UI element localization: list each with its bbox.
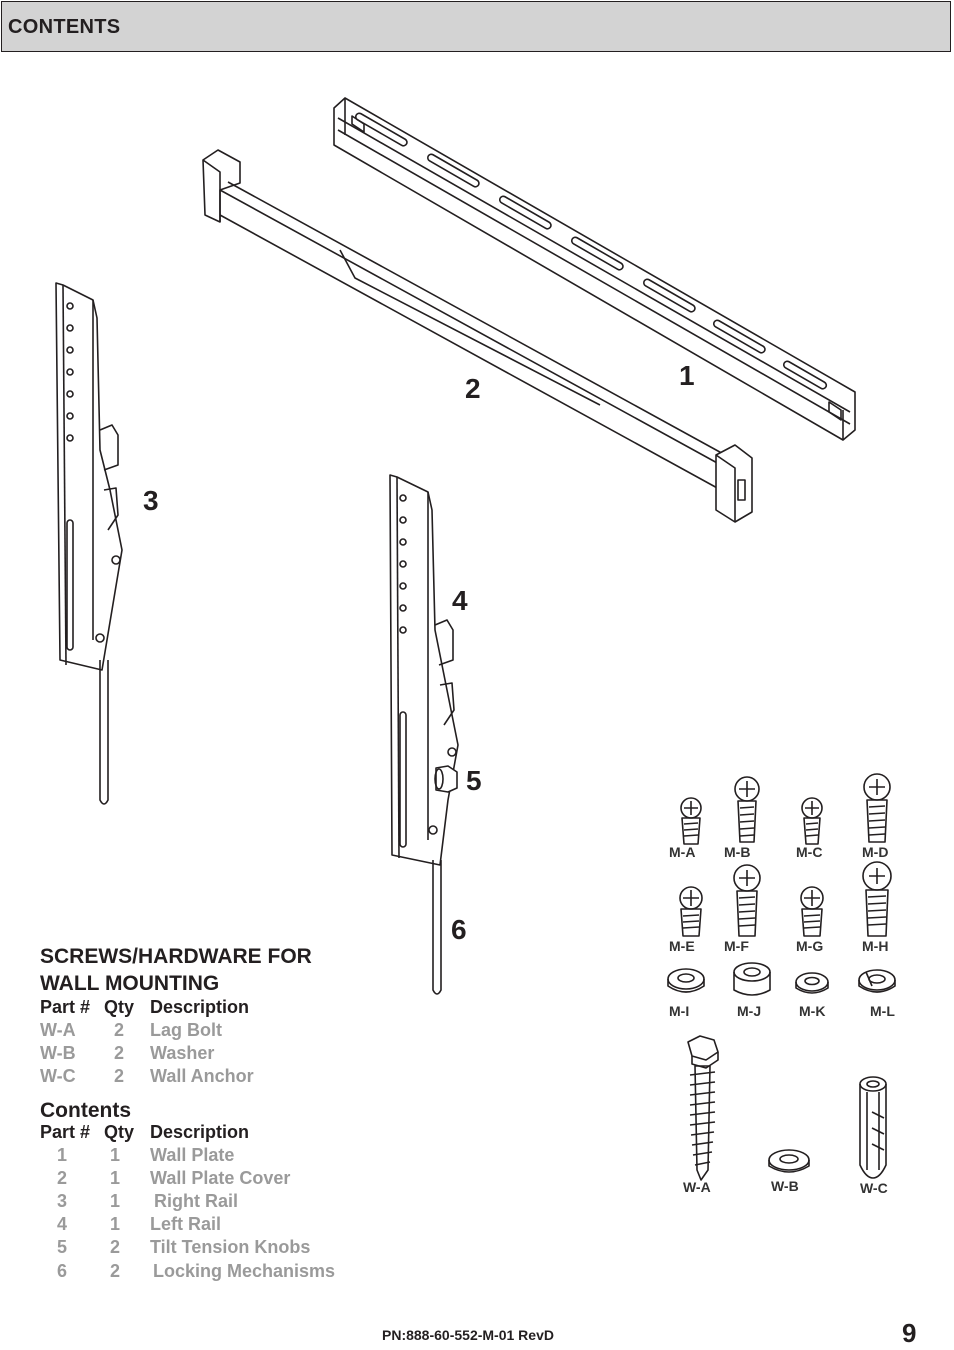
part-number: 4 [57,1214,68,1234]
screw-m-h-drawing [862,861,892,937]
callout-4: 4 [452,585,468,616]
callout-2: 2 [465,373,481,404]
quantity: 2 [110,1261,121,1281]
description: Washer [150,1043,215,1063]
part-number: 3 [57,1191,68,1211]
wall-hardware-title-line2: WALL MOUNTING [40,972,220,995]
hardware-label-m-f: M-F [724,938,749,954]
screw-m-f-drawing [733,864,761,937]
quantity: 1 [110,1145,121,1165]
hardware-label-m-c: M-C [796,844,823,860]
quantity: 2 [114,1020,125,1040]
contents-header-bar: CONTENTS [1,1,951,52]
description: Right Rail [154,1191,238,1211]
hardware-label-w-c: W-C [860,1180,888,1196]
page-title: CONTENTS [8,16,121,38]
hardware-label-m-h: M-H [862,938,889,954]
hardware-label-m-g: M-G [796,938,824,954]
part-number: 6 [57,1261,68,1281]
lock-washer-m-l-drawing [858,969,896,993]
hardware-label-m-d: M-D [862,844,889,860]
left-rail-drawing [389,474,459,995]
callout-5: 5 [466,765,482,796]
part-number: W-A [40,1020,76,1040]
column-header-description: Description [150,1122,250,1142]
column-header-qty: Qty [104,1122,135,1142]
part-number: W-C [40,1066,76,1086]
quantity: 2 [114,1066,125,1086]
hardware-label-w-a: W-A [683,1179,711,1195]
screw-m-g-drawing [800,886,824,937]
hardware-label-w-b: W-B [771,1178,799,1194]
screw-m-e-drawing [679,886,703,937]
hardware-label-m-i: M-I [669,1003,690,1019]
part-number: W-B [40,1043,76,1063]
wall-hardware-title-line1: SCREWS/HARDWARE FOR [40,945,312,968]
hardware-label-m-e: M-E [669,938,695,954]
column-header-qty: Qty [104,997,135,1017]
washer-m-i-drawing [667,968,705,993]
callout-6: 6 [451,914,467,945]
column-header-part: Part # [40,997,91,1017]
screw-m-a-drawing [680,797,702,845]
description: Tilt Tension Knobs [150,1237,311,1257]
wall-plate-drawing [333,97,856,441]
hardware-label-m-l: M-L [870,1003,895,1019]
quantity: 2 [110,1237,121,1257]
callout-1: 1 [679,360,695,391]
hardware-label-m-b: M-B [724,844,751,860]
contents-title: Contents [40,1099,131,1122]
column-header-description: Description [150,997,250,1017]
wall-anchor-w-c-drawing [859,1076,887,1179]
description: Lag Bolt [150,1020,222,1040]
part-number: 5 [57,1237,68,1257]
right-rail-drawing [55,282,123,805]
washer-w-b-drawing [768,1149,810,1173]
part-number: 1 [57,1145,68,1165]
quantity: 1 [110,1191,121,1211]
hardware-label-m-k: M-K [799,1003,826,1019]
screw-m-d-drawing [863,773,891,843]
column-header-part: Part # [40,1122,91,1142]
quantity: 1 [110,1168,121,1188]
lag-bolt-w-a-drawing [687,1035,719,1181]
footer-part-number: PN:888-60-552-M-01 RevD [382,1327,554,1343]
part-number: 2 [57,1168,68,1188]
screw-m-c-drawing [801,797,823,845]
washer-m-k-drawing [795,972,829,994]
description: Wall Plate [150,1145,235,1165]
description: Locking Mechanisms [153,1261,336,1281]
description: Wall Plate Cover [150,1168,291,1188]
page-number: 9 [902,1318,917,1348]
screw-m-b-drawing [734,776,760,843]
wall-plate-cover-drawing [202,149,753,523]
hardware-label-m-j: M-J [737,1003,762,1019]
description: Wall Anchor [150,1066,254,1086]
hardware-label-m-a: M-A [669,844,696,860]
description: Left Rail [150,1214,222,1234]
quantity: 1 [110,1214,121,1234]
spacer-m-j-drawing [733,962,771,996]
callout-3: 3 [143,485,159,516]
quantity: 2 [114,1043,125,1063]
